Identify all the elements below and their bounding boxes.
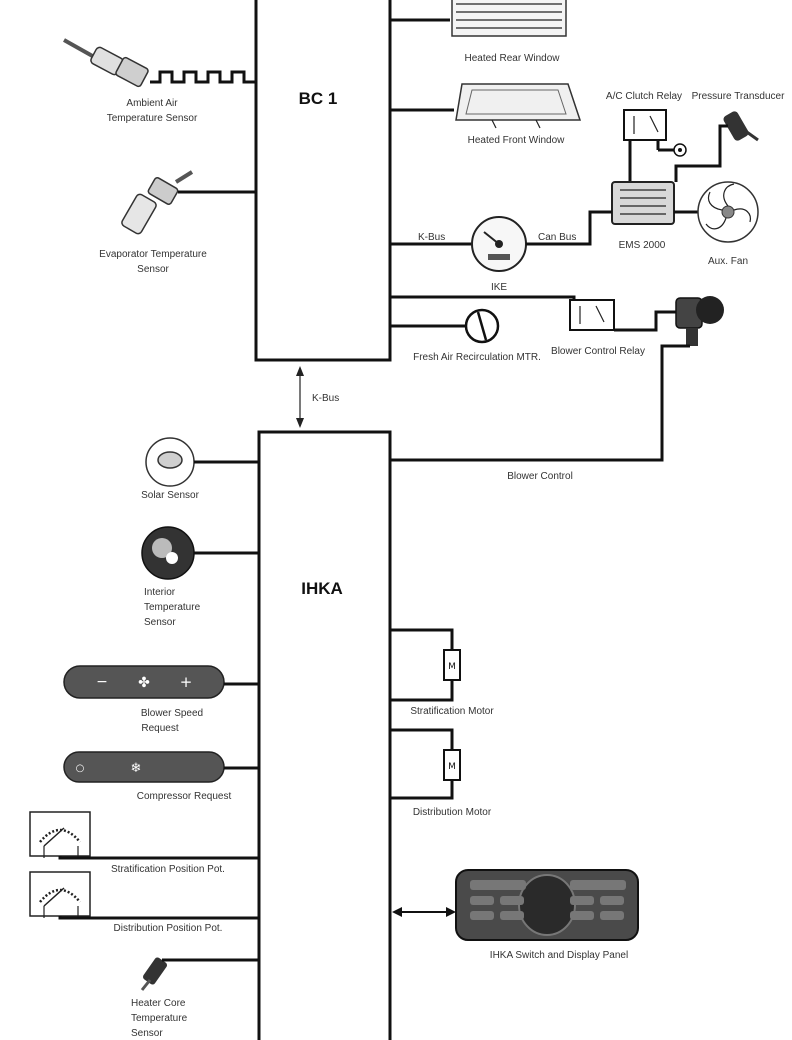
evaporator-temperature-sensor: Evaporator Temperature Sensor (99, 170, 256, 275)
potentiometer-icon (29, 811, 91, 858)
ems-label: EMS 2000 (619, 240, 666, 251)
blower-control-line: Blower Control (390, 344, 690, 482)
motor-icon: M (443, 749, 461, 781)
heated-front-window: Heated Front Window (390, 83, 582, 146)
ac-clutch-relay-label: A/C Clutch Relay (606, 91, 682, 102)
potentiometer-icon (29, 871, 91, 918)
fan-icon (697, 181, 759, 243)
stratification-motor-label: Stratification Motor (410, 706, 494, 717)
distribution-motor-label: Distribution Motor (413, 807, 492, 818)
heated-window-grid-icon (451, 0, 567, 37)
motor-icon: M (443, 649, 461, 681)
stratification-pot-label: Stratification Position Pot. (111, 864, 225, 875)
blower-icon (675, 296, 724, 346)
kbus-ike-label: K-Bus (418, 232, 445, 243)
switch-panel-label: IHKA Switch and Display Panel (490, 950, 628, 961)
transducer-icon (723, 111, 759, 142)
interior-sensor-label-3: Sensor (144, 617, 176, 628)
plus-icon: + (180, 673, 193, 691)
ike: K-Bus IKE Can Bus (390, 210, 612, 293)
interior-sensor-label-1: Interior (144, 587, 176, 598)
motor-symbol: M (448, 762, 456, 772)
fresh-air-motor-label: Fresh Air Recirculation MTR. (413, 352, 541, 363)
motor-symbol: M (448, 662, 456, 672)
aux-fan-label: Aux. Fan (708, 256, 748, 267)
interior-sensor-label-2: Temperature (144, 602, 201, 613)
heater-core-label-1: Heater Core (131, 998, 186, 1009)
kbus-link-label: K-Bus (312, 393, 339, 404)
blower-speed-request: − ✤ + Blower Speed Request (63, 665, 259, 734)
solar-sensor-label: Solar Sensor (141, 490, 199, 501)
kbus-link: K-Bus (296, 366, 339, 428)
ems-2000: EMS 2000 (611, 181, 698, 251)
minus-icon: − (96, 674, 108, 690)
ecu-icon (611, 181, 675, 225)
blower-speed-label-2: Request (141, 723, 178, 734)
relay-icon (623, 109, 667, 141)
bc1-module: BC 1 (254, 0, 392, 362)
heated-front-window-label: Heated Front Window (468, 135, 565, 146)
ihka-switch-display-panel: IHKA Switch and Display Panel (392, 869, 639, 961)
blower-speed-switch: − ✤ + (63, 665, 225, 699)
fan-icon: ✤ (138, 675, 150, 691)
gauge-icon (471, 216, 527, 272)
stratification-position-pot: Stratification Position Pot. (29, 811, 259, 875)
ambient-sensor-label-1: Ambient Air (126, 98, 178, 109)
ike-label: IKE (491, 282, 507, 293)
ihka-module: IHKA (257, 430, 392, 1040)
heater-core-label-3: Sensor (131, 1028, 163, 1039)
heater-core-temperature-sensor: Heater Core Temperature Sensor (131, 957, 259, 1039)
compressor-request: ○ ❄ Compressor Request (63, 751, 259, 802)
compressor-switch: ○ ❄ (63, 751, 225, 783)
ac-clutch-icon (673, 143, 687, 157)
ac-clutch-relay: A/C Clutch Relay (606, 91, 682, 182)
heated-rear-window: Heated Rear Window (390, 0, 567, 64)
ihka-title: IHKA (301, 579, 343, 598)
heated-rear-window-label: Heated Rear Window (464, 53, 560, 64)
blower-motor (675, 296, 724, 346)
distribution-pot-label: Distribution Position Pot. (114, 923, 223, 934)
indicator-dot-icon: ○ (76, 763, 85, 774)
distribution-position-pot: Distribution Position Pot. (29, 871, 259, 934)
bc1-title: BC 1 (299, 89, 338, 108)
ambient-air-temperature-sensor: Ambient Air Temperature Sensor (63, 38, 256, 124)
relay-icon (569, 299, 615, 331)
pressure-transducer: Pressure Transducer (674, 91, 785, 182)
control-panel-icon (455, 869, 639, 941)
aux-fan: Aux. Fan (697, 181, 759, 267)
evaporator-sensor-label-2: Sensor (137, 264, 169, 275)
temperature-sensor-icon (63, 38, 149, 88)
pressure-transducer-label: Pressure Transducer (692, 91, 785, 102)
motor-icon (464, 308, 500, 344)
interior-temperature-sensor: Interior Temperature Sensor (141, 526, 259, 628)
ambient-sensor-label-2: Temperature Sensor (107, 113, 198, 124)
distribution-motor: M Distribution Motor (390, 728, 492, 818)
stratification-motor: M Stratification Motor (390, 628, 494, 717)
interior-sensor-icon (141, 526, 195, 580)
blower-control-relay: Blower Control Relay (390, 295, 676, 357)
solar-sensor: Solar Sensor (141, 437, 259, 501)
compressor-request-label: Compressor Request (137, 791, 232, 802)
temperature-sensor-icon (121, 170, 194, 235)
blower-relay-label: Blower Control Relay (551, 346, 645, 357)
snowflake-icon: ❄ (131, 761, 142, 776)
blower-speed-label-1: Blower Speed (141, 708, 203, 719)
fresh-air-recirculation-motor: Fresh Air Recirculation MTR. (390, 308, 541, 363)
temperature-sensor-icon (140, 957, 168, 991)
windshield-icon (455, 83, 582, 129)
blower-control-label: Blower Control (507, 471, 573, 482)
heater-core-label-2: Temperature (131, 1013, 188, 1024)
canbus-label: Can Bus (538, 232, 576, 243)
evaporator-sensor-label-1: Evaporator Temperature (99, 249, 207, 260)
solar-sensor-icon (145, 437, 195, 487)
